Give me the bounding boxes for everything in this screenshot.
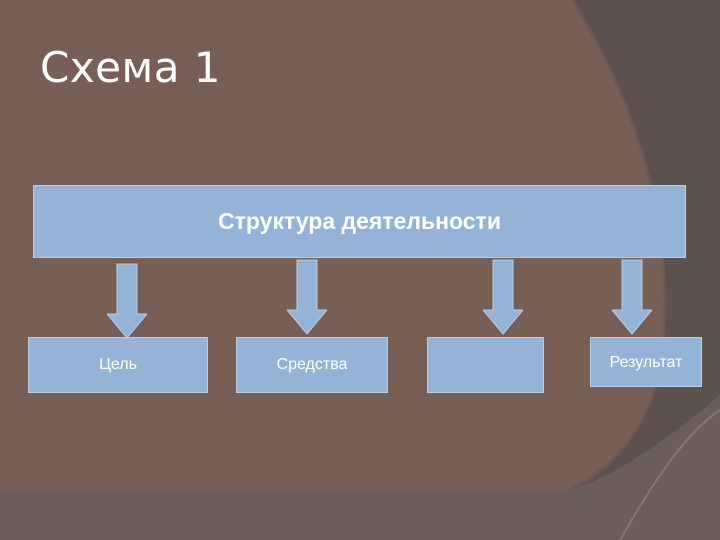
child-box-means: Средства — [236, 337, 388, 393]
child-label-means: Средства — [276, 356, 348, 373]
arrow-down-icon — [287, 259, 327, 335]
child-label-result: Результат — [609, 354, 683, 371]
child-box-goal: Цель — [28, 337, 208, 393]
slide-title: Схема 1 — [40, 43, 222, 92]
child-box-result: Результат — [590, 337, 702, 387]
root-box: Структура деятельности — [33, 185, 686, 258]
arrow-down-icon — [483, 259, 523, 335]
arrow-down-icon — [612, 259, 652, 335]
child-box-empty — [427, 337, 544, 393]
child-label-goal: Цель — [99, 356, 137, 373]
arrow-down-icon — [107, 263, 147, 339]
root-label: Структура деятельности — [218, 208, 501, 234]
